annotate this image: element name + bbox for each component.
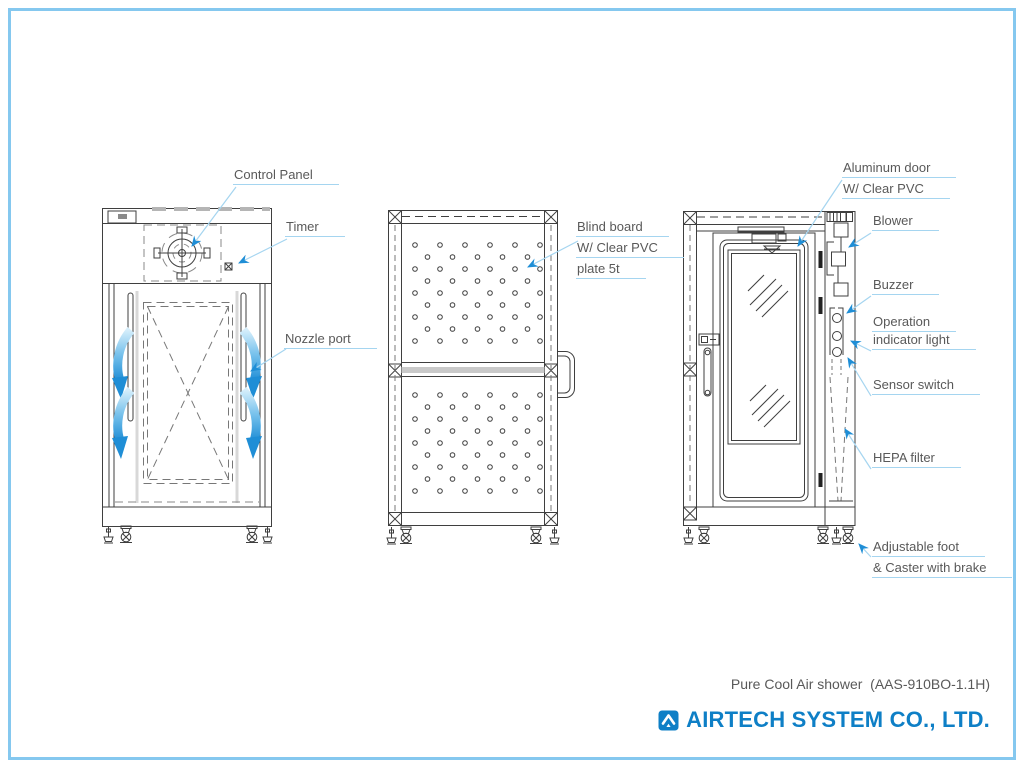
label-blower: Blower bbox=[872, 214, 939, 235]
label-text: indicator light bbox=[872, 333, 976, 350]
side-view-drawing bbox=[683, 211, 856, 545]
operation-light-mark bbox=[832, 331, 842, 341]
label-text: & Caster with brake bbox=[872, 561, 1013, 578]
label-text: plate 5t bbox=[576, 262, 646, 279]
control-panel-fan bbox=[143, 224, 222, 282]
airtech-logo-icon bbox=[658, 710, 679, 730]
front-view-drawing bbox=[102, 207, 273, 544]
label-text: Blind board bbox=[576, 220, 669, 237]
door-opening-dashed bbox=[143, 302, 233, 484]
label-text: W/ Clear PVC bbox=[576, 241, 684, 258]
door-lock-and-handle bbox=[698, 333, 720, 397]
timer-mark bbox=[224, 262, 233, 271]
perforated-panel-bottom bbox=[412, 392, 543, 494]
label-text: Aluminum door bbox=[842, 161, 957, 178]
label-timer: Timer bbox=[285, 220, 345, 241]
indicator-column bbox=[829, 307, 844, 375]
mid-divider bbox=[401, 362, 545, 377]
aluminum-door-panel bbox=[712, 232, 823, 508]
hepa-filter-section bbox=[829, 376, 853, 502]
nozzle-columns bbox=[108, 283, 266, 507]
label-text: Control Panel bbox=[233, 168, 339, 185]
perforated-panel-top bbox=[412, 242, 543, 344]
door-handle bbox=[557, 351, 575, 398]
label-blind-board: Blind board W/ Clear PVC plate 5t bbox=[576, 220, 684, 283]
sensor-switch-mark bbox=[832, 347, 842, 357]
label-text: Blower bbox=[872, 214, 939, 231]
label-operation-indicator: Operation indicator light bbox=[872, 315, 976, 351]
label-text: Buzzer bbox=[872, 278, 940, 295]
label-hepa-filter: HEPA filter bbox=[872, 451, 961, 472]
label-nozzle-port: Nozzle port bbox=[284, 332, 377, 353]
base-and-feet bbox=[683, 506, 855, 545]
label-text: Sensor switch bbox=[872, 378, 980, 395]
label-text: Nozzle port bbox=[284, 332, 377, 349]
label-text: Timer bbox=[285, 220, 345, 237]
base-and-feet bbox=[102, 501, 273, 544]
label-text: Operation bbox=[872, 315, 957, 332]
label-text: Adjustable foot bbox=[872, 540, 986, 557]
base-and-feet bbox=[386, 512, 560, 545]
label-adjustable-foot: Adjustable foot & Caster with brake bbox=[872, 540, 1013, 582]
product-model-title: Pure Cool Air shower (AAS-910BO-1.1H) bbox=[730, 676, 990, 692]
company-name: AIRTECH SYSTEM CO., LTD. bbox=[686, 707, 990, 732]
blower-compartment bbox=[826, 212, 853, 297]
label-sensor-switch: Sensor switch bbox=[872, 378, 980, 399]
label-aluminum-door: Aluminum door W/ Clear PVC bbox=[842, 161, 957, 203]
frame-outline bbox=[683, 211, 856, 526]
label-control-panel: Control Panel bbox=[233, 168, 339, 189]
label-text: HEPA filter bbox=[872, 451, 961, 468]
label-text: W/ Clear PVC bbox=[842, 182, 950, 199]
company-logo: AIRTECH SYSTEM CO., LTD. bbox=[658, 707, 990, 733]
blind-board-view-drawing bbox=[386, 210, 575, 545]
buzzer-mark bbox=[832, 313, 842, 323]
label-buzzer: Buzzer bbox=[872, 278, 940, 299]
